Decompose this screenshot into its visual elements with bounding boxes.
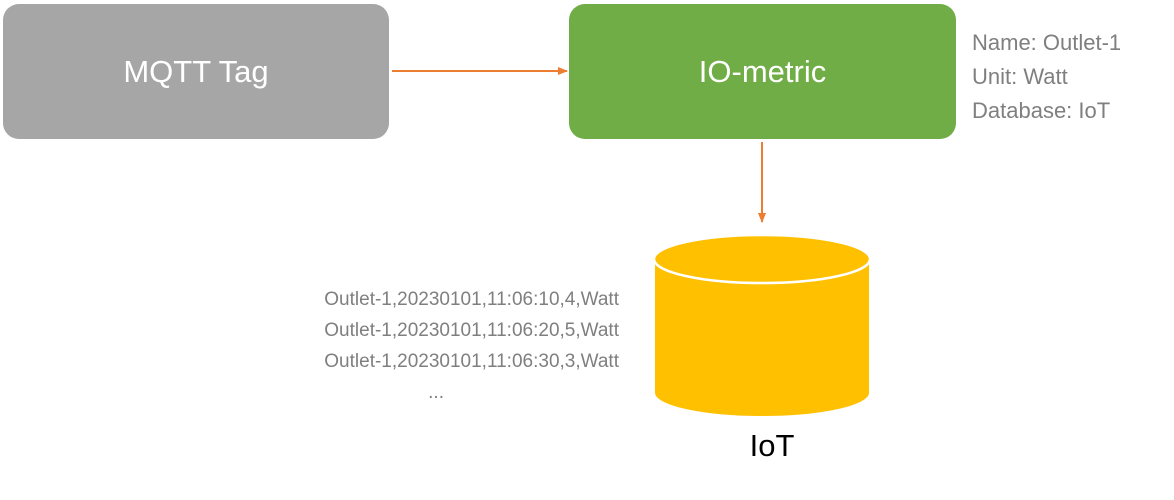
record-row: Outlet-1,20230101,11:06:30,3,Watt bbox=[324, 351, 619, 372]
io-metric-properties: Name: Outlet-1 Unit: Watt Database: IoT bbox=[972, 26, 1121, 128]
property-name: Name: Outlet-1 bbox=[972, 30, 1122, 55]
io-metric-node: IO-metric bbox=[569, 4, 956, 139]
database-label: IoT bbox=[749, 428, 795, 463]
property-database: Database: IoT bbox=[972, 98, 1111, 123]
io-metric-label: IO-metric bbox=[698, 53, 827, 89]
mqtt-tag-node: MQTT Tag bbox=[3, 4, 389, 139]
sample-records: Outlet-1,20230101,11:06:10,4,Watt Outlet… bbox=[324, 284, 619, 408]
mqtt-tag-label: MQTT Tag bbox=[123, 53, 269, 89]
record-row: Outlet-1,20230101,11:06:20,5,Watt bbox=[324, 320, 619, 341]
record-ellipsis: ... bbox=[428, 382, 444, 403]
property-unit: Unit: Watt bbox=[972, 64, 1068, 89]
record-row: Outlet-1,20230101,11:06:10,4,Watt bbox=[324, 289, 619, 310]
database-cylinder-icon bbox=[652, 233, 872, 418]
